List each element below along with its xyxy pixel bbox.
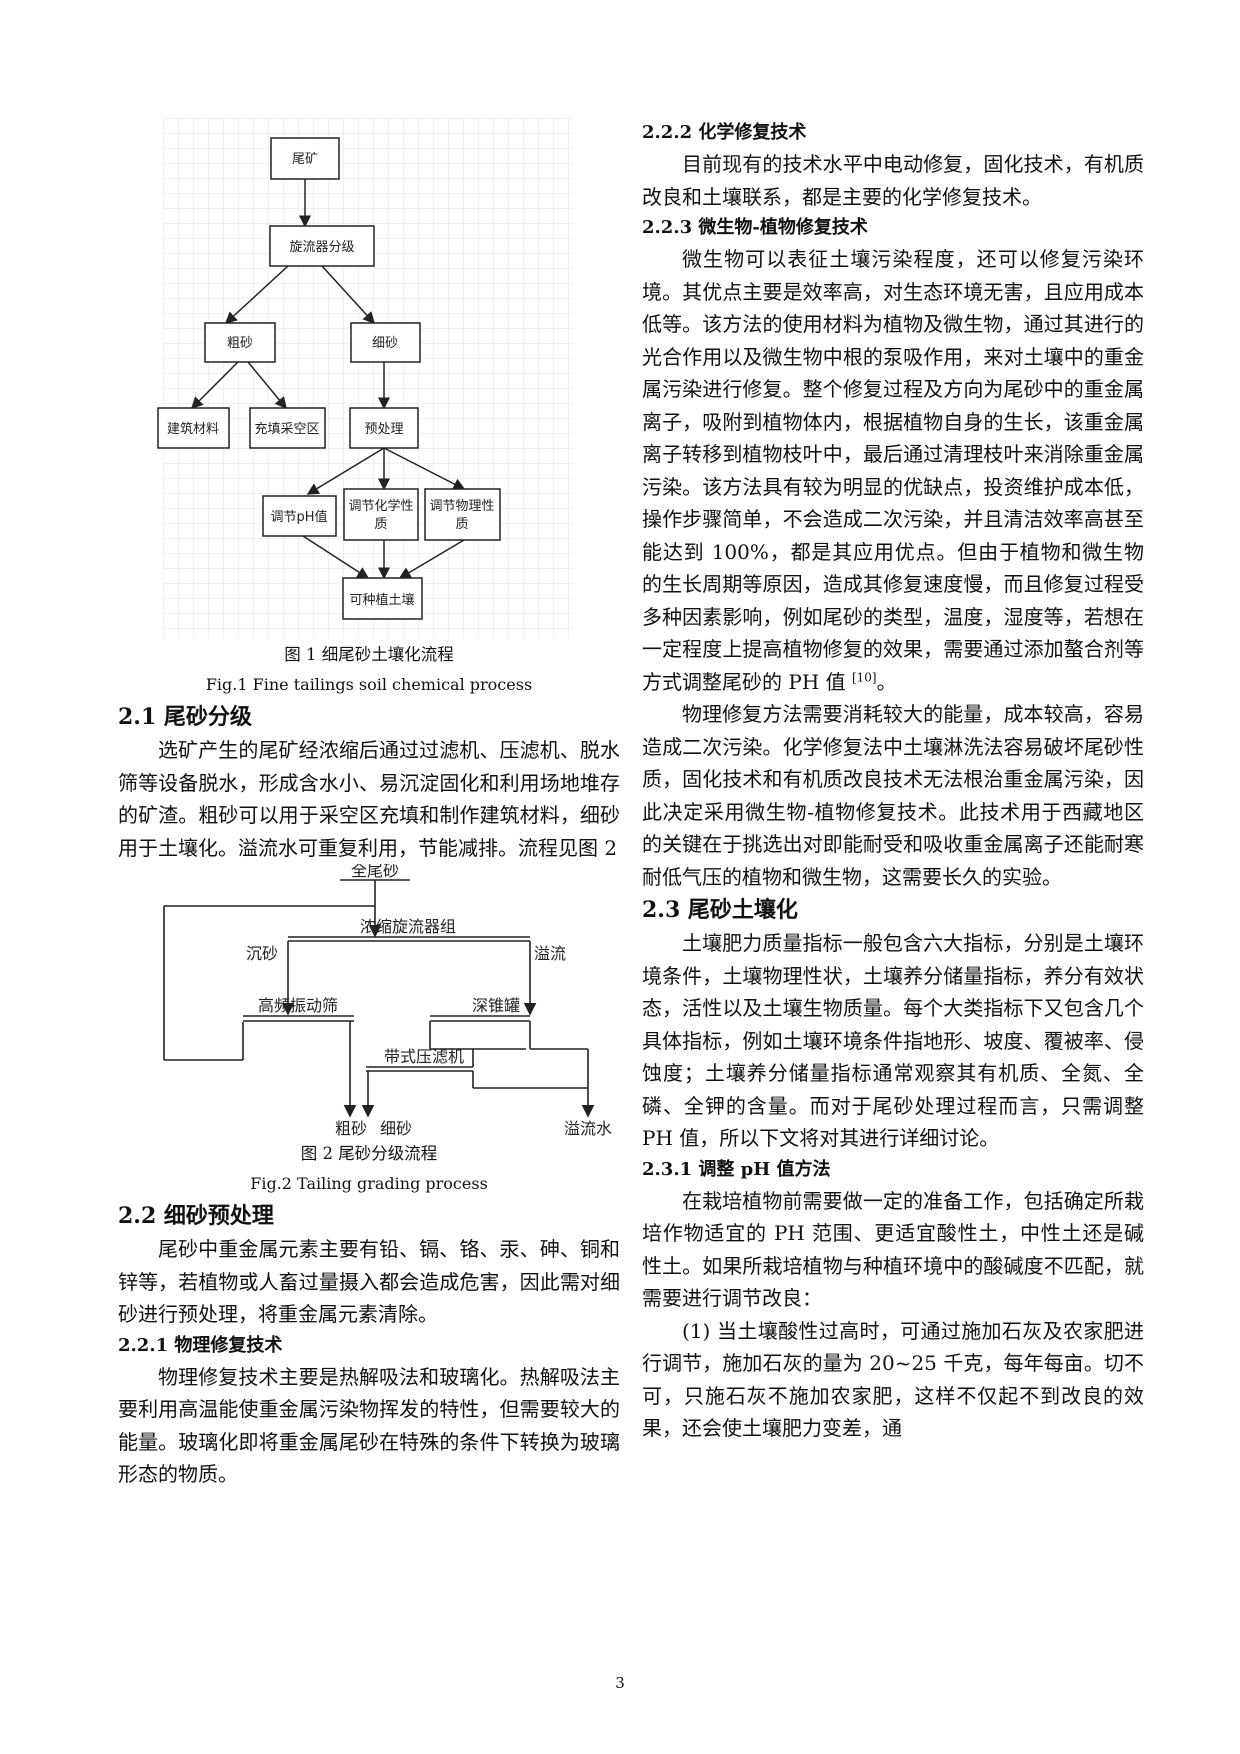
node-ph-label: 调节pH值 — [270, 509, 327, 525]
node-phys-label-2: 质 — [455, 517, 468, 532]
para1-end: 。 — [876, 669, 897, 694]
node-soil — [342, 577, 423, 620]
node-coarse — [204, 322, 276, 363]
node-backfill-label: 充填采空区 — [254, 421, 319, 437]
node-backfill — [249, 407, 326, 449]
node-tailings — [270, 137, 340, 180]
node-chem — [343, 488, 419, 541]
page-number: 3 — [615, 1674, 625, 1692]
node-cyclone-label: 旋流器分级 — [289, 240, 354, 255]
section-2-3-1-heading: 2.3.1 调整 pH 值方法 — [642, 1158, 831, 1180]
figure-1-caption-en: Fig.1 Fine tailings soil chemical proces… — [205, 675, 533, 694]
figure-1-flowchart: 尾矿 旋流器分级 粗砂 细砂 建筑材料 充填采空区 预处理 调节pH值 调节化学… — [157, 118, 573, 638]
section-2-2-1-paragraph: 物理修复技术主要是热解吸法和玻璃化。热解吸法主要利用高温能使重金属污染物挥发的特… — [118, 1364, 620, 1487]
node-fine-label: 细砂 — [372, 336, 398, 351]
fig2-settle: 沉砂 — [246, 944, 278, 963]
section-2-2-1-heading: 2.2.1 物理修复技术 — [118, 1334, 283, 1356]
figure-2-caption-cn: 图 2 尾砂分级流程 — [300, 1144, 438, 1163]
node-chem-label-2: 质 — [374, 517, 387, 532]
fig2-coarse: 粗砂 — [335, 1119, 367, 1138]
node-coarse-label: 粗砂 — [227, 336, 253, 351]
fig2-cone: 深锥罐 — [472, 996, 520, 1015]
node-fine — [350, 322, 421, 363]
fig2-overflow: 溢流 — [534, 944, 566, 963]
node-ph — [262, 495, 337, 537]
section-2-2-3-heading: 2.2.3 微生物-植物修复技术 — [642, 217, 868, 238]
section-2-3-1-paragraph-2: (1) 当土壤酸性过高时，可通过施加石灰及农家肥进行调节，施加石灰的量为 20~… — [642, 1318, 1144, 1441]
node-soil-label: 可种植土壤 — [349, 592, 414, 608]
node-pretreat — [349, 407, 419, 449]
fig2-fine: 细砂 — [380, 1119, 412, 1138]
node-cyclone — [269, 225, 375, 267]
section-2-2-3-paragraph-1: 微生物可以表征土壤污染程度，还可以修复污染环境。其优点主要是效率高，对生态环境无… — [642, 243, 1144, 698]
node-pretreat-label: 预处理 — [364, 422, 403, 437]
citation-ref: [10] — [851, 669, 877, 684]
node-chem-label-1: 调节化学性 — [348, 498, 413, 514]
right-column: 2.2.2 化学修复技术 目前现有的技术水平中电动修复，固化技术，有机质改良和土… — [642, 118, 1144, 1445]
fig2-thickener: 浓缩旋流器组 — [360, 917, 456, 936]
fig2-screen: 高频振动筛 — [258, 996, 338, 1015]
fig2-all-tailings: 全尾砂 — [351, 864, 399, 880]
para1-text: 微生物可以表征土壤污染程度，还可以修复污染环境。其优点主要是效率高，对生态环境无… — [642, 247, 1144, 694]
fig2-press: 带式压滤机 — [384, 1047, 464, 1066]
figure-1: 尾矿 旋流器分级 粗砂 细砂 建筑材料 充填采空区 预处理 调节pH值 调节化学… — [118, 118, 620, 640]
section-2-2-2-heading: 2.2.2 化学修复技术 — [642, 122, 807, 143]
figure-1-caption-cn: 图 1 细尾砂土壤化流程 — [284, 645, 454, 664]
node-building-label: 建筑材料 — [167, 421, 219, 437]
section-2-1-paragraph: 选矿产生的尾矿经浓缩后通过过滤机、压滤机、脱水筛等设备脱水，形成含水小、易沉淀固… — [118, 738, 620, 860]
section-2-1-heading: 2.1 尾砂分级 — [118, 704, 252, 730]
section-2-2-3-paragraph-2: 物理修复方法需要消耗较大的能量，成本较高，容易造成二次污染。化学修复法中土壤淋洗… — [642, 702, 1144, 889]
figure-2: 全尾砂 浓缩旋流器组 沉砂 溢流 高频振动筛 深锥罐 带式压滤机 粗砂 细砂 溢… — [118, 864, 620, 1139]
section-2-3-paragraph: 土壤肥力质量指标一般包含六大指标，分别是土壤环境条件，土壤物理性状，土壤养分储量… — [642, 931, 1144, 1150]
section-2-3-1-paragraph-1: 在栽培植物前需要做一定的准备工作，包括确定所栽培作物适宜的 PH 范围、更适宜酸… — [642, 1188, 1144, 1311]
fig2-water: 溢流水 — [564, 1119, 612, 1138]
node-building — [157, 407, 230, 449]
node-phys — [424, 488, 501, 541]
figure-2-flowchart: 全尾砂 浓缩旋流器组 沉砂 溢流 高频振动筛 深锥罐 带式压滤机 粗砂 细砂 溢… — [163, 864, 612, 1138]
left-column: 尾矿 旋流器分级 粗砂 细砂 建筑材料 充填采空区 预处理 调节pH值 调节化学… — [118, 118, 620, 1491]
node-phys-label-1: 调节物理性 — [429, 499, 494, 514]
section-2-2-paragraph: 尾砂中重金属元素主要有铅、镉、铬、汞、砷、铜和锌等，若植物或人畜过量摄入都会造成… — [118, 1237, 620, 1326]
section-2-2-2-paragraph: 目前现有的技术水平中电动修复，固化技术，有机质改良和土壤联系，都是主要的化学修复… — [642, 152, 1144, 209]
section-2-3-heading: 2.3 尾砂土壤化 — [642, 897, 798, 923]
figure-2-caption-en: Fig.2 Tailing grading process — [250, 1174, 488, 1193]
node-tailings-label: 尾矿 — [292, 152, 318, 167]
section-2-2-heading: 2.2 细砂预处理 — [118, 1203, 274, 1229]
